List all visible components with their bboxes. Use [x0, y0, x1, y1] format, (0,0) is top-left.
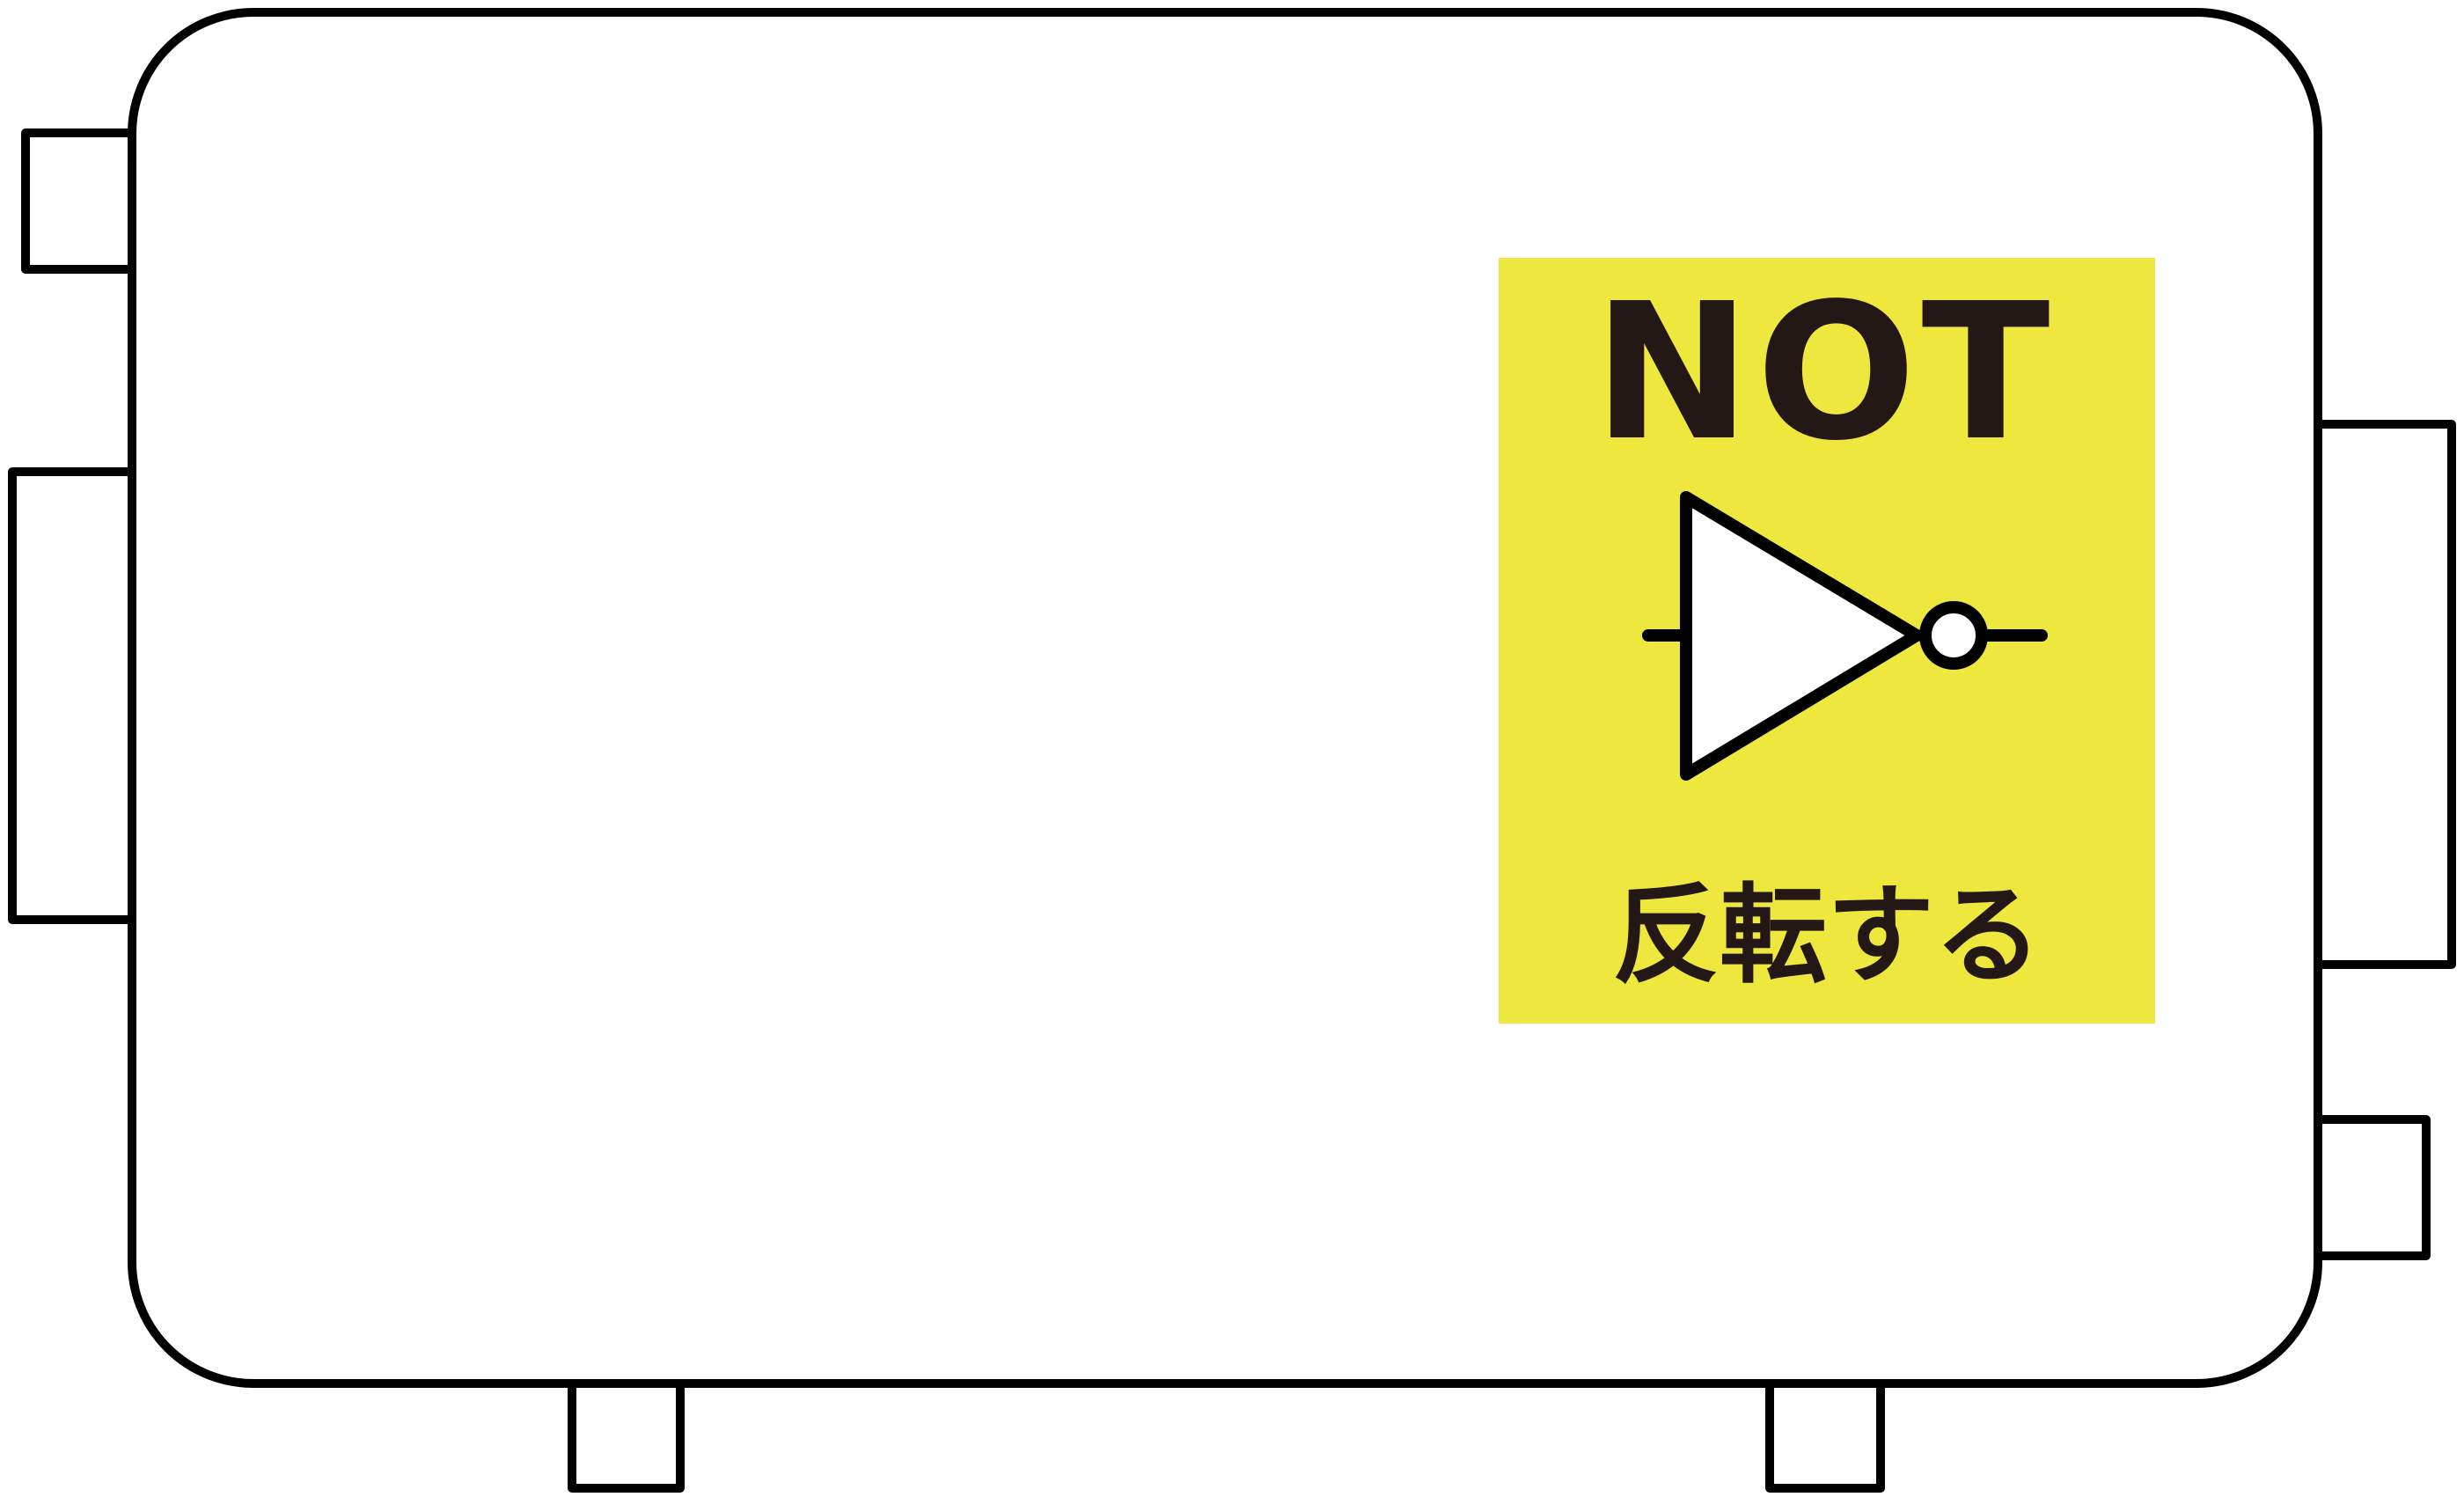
bottom-tab-right [1765, 1369, 1885, 1493]
label-caption: 反転する [1612, 873, 2042, 998]
left-tab-top [21, 128, 138, 274]
right-tab-large [2314, 420, 2456, 969]
left-tab-large [8, 467, 138, 924]
not-gate-icon [1642, 491, 2048, 781]
gate-triangle [1680, 491, 1923, 781]
bottom-tab-left [568, 1369, 685, 1493]
gate-inversion-bubble [1919, 601, 1988, 670]
right-tab-small [2314, 1115, 2431, 1260]
label-title: NOT [1594, 263, 2056, 482]
